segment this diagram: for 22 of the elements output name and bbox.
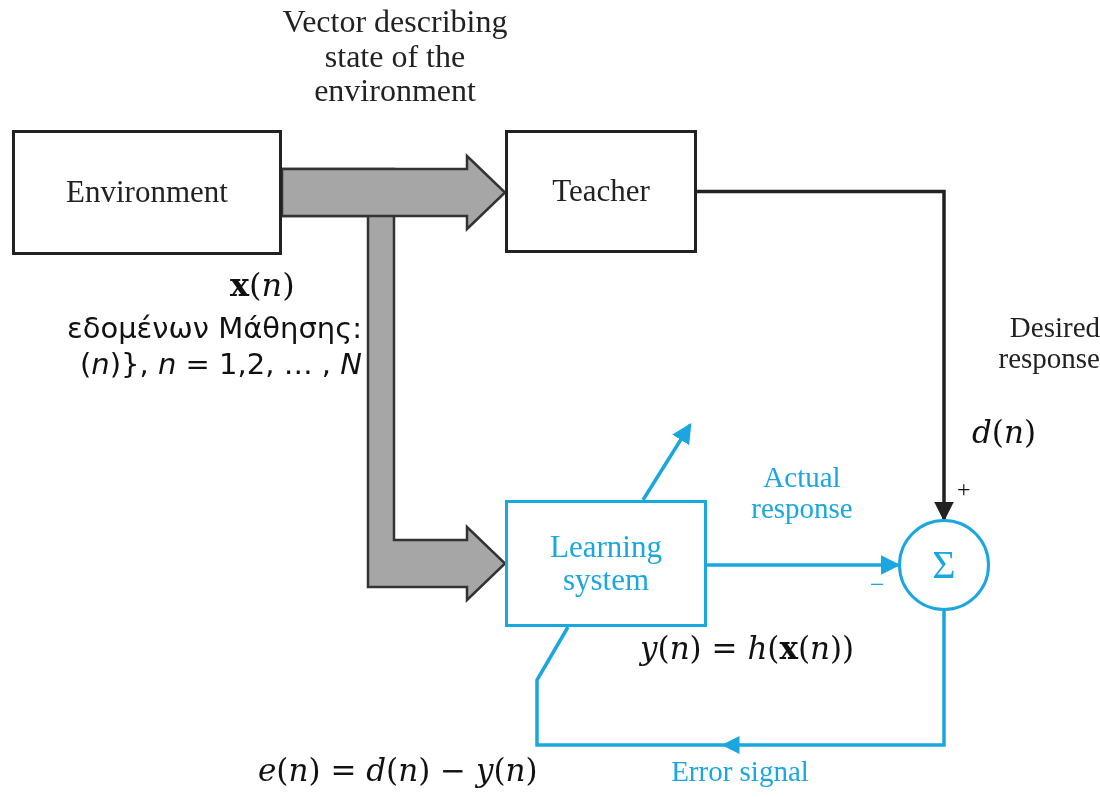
process-box bbox=[505, 130, 697, 253]
block-arrow bbox=[280, 153, 507, 232]
process-box bbox=[505, 500, 707, 627]
node-label: Learning system bbox=[549, 530, 663, 597]
math-label: y(n) = h(x(n)) bbox=[640, 630, 855, 666]
feedback-arrow bbox=[535, 611, 946, 754]
math-label: x(n) bbox=[230, 266, 295, 304]
edge-label: Actual response bbox=[750, 462, 854, 525]
edge-label: Error signal bbox=[670, 756, 810, 788]
minus-sign: − bbox=[870, 570, 885, 600]
arrow bbox=[641, 422, 692, 501]
sigma-symbol: Σ bbox=[932, 544, 956, 586]
process-box bbox=[12, 130, 282, 255]
edge-label: Desired response bbox=[997, 312, 1100, 375]
math-label: e(n) = d(n) − y(n) bbox=[258, 752, 538, 788]
math-label: d(n) bbox=[972, 414, 1037, 450]
node-label: Environment bbox=[66, 176, 228, 209]
node-label: Teacher bbox=[552, 175, 650, 208]
plus-sign: + bbox=[957, 476, 971, 503]
note-text: εδομένων Μάθησης: (n)}, n = 1,2, … , N bbox=[66, 310, 362, 383]
edge-label: Vector describing state of the environment bbox=[281, 4, 509, 108]
arrow bbox=[697, 189, 954, 522]
